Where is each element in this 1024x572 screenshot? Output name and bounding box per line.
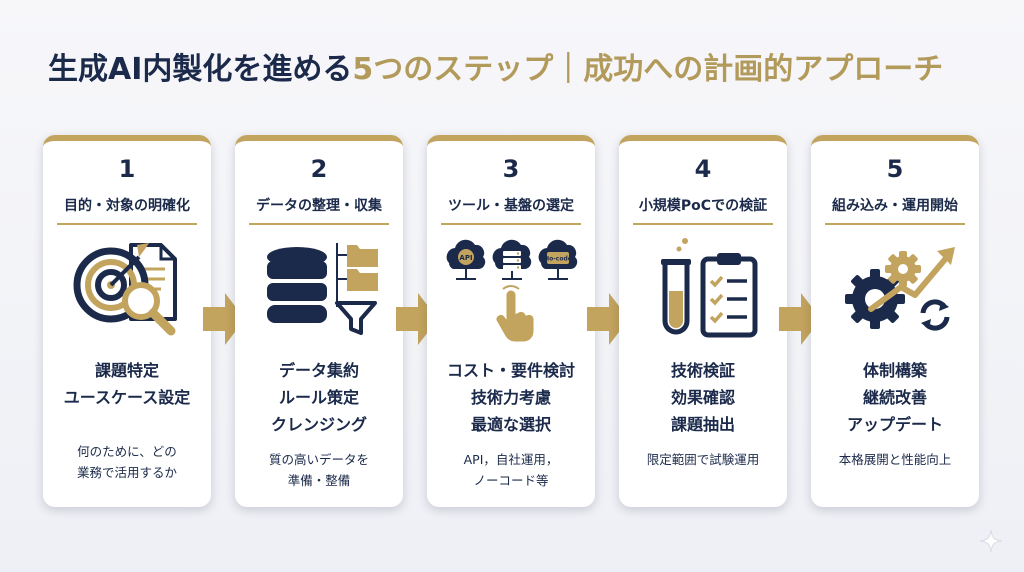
title-part-navy: 生成AI内製化を進める (48, 52, 353, 87)
step-note: 質の高いデータを 準備・整備 (235, 449, 403, 491)
note-line: 何のために、どの (77, 444, 177, 459)
step-arrow-3 (587, 293, 629, 345)
note-line: 限定範囲で試験運用 (646, 452, 760, 467)
gears-growth-arrow-icon (845, 247, 955, 331)
step-key-points: 体制構築 継続改善 アップデート (811, 357, 979, 438)
step-heading: 目的・対象の明確化 (64, 198, 190, 214)
page-title: 生成AI内製化を進める5つのステップ｜成功への計画的アプローチ (48, 44, 978, 90)
target-document-magnifier-icon (73, 243, 177, 336)
step-key-points: データ集約 ルール策定 クレンジング (235, 357, 403, 438)
divider (441, 223, 581, 225)
database-folders-funnel-icon (267, 243, 378, 335)
step-note: 本格展開と性能向上 (811, 449, 979, 470)
step-card-3: 3 ツール・基盤の選定 API Ho-code コスト・要件検討 技術力考慮 最… (427, 135, 595, 507)
step-key-points: 課題特定 ユースケース設定 (43, 357, 211, 411)
key-point: 技術検証 (670, 361, 735, 380)
note-line: API，自社運用， (463, 452, 559, 467)
step-card-5: 5 組み込み・運用開始 (811, 135, 979, 507)
step-number: 3 (502, 155, 520, 183)
step-number: 4 (694, 155, 712, 183)
key-point: 最適な選択 (470, 415, 551, 434)
step-note: 何のために、どの 業務で活用するか (43, 441, 211, 483)
key-point: コスト・要件検討 (446, 361, 575, 380)
step-note: API，自社運用， ノーコード等 (427, 449, 595, 491)
step-key-points: 技術検証 効果確認 課題抽出 (619, 357, 787, 438)
note-line: 本格展開と性能向上 (838, 452, 952, 467)
note-line: ノーコード等 (473, 473, 549, 488)
step-note: 限定範囲で試験運用 (619, 449, 787, 470)
key-point: ユースケース設定 (63, 388, 191, 407)
cloud-options-pointer-icon: API Ho-code (446, 239, 578, 342)
key-point: データ集約 (278, 361, 359, 380)
divider (249, 223, 389, 225)
key-point: 継続改善 (862, 388, 927, 407)
step-number: 1 (118, 155, 136, 183)
step-key-points: コスト・要件検討 技術力考慮 最適な選択 (427, 357, 595, 438)
step-card-4: 4 小規模PoCでの検証 技術検証 効果確認 課題抽出 限定範囲で試験運用 (619, 135, 787, 507)
cloud-label-nocode: Ho-code (544, 256, 572, 263)
key-point: 体制構築 (862, 361, 927, 380)
step-heading: ツール・基盤の選定 (448, 198, 574, 214)
key-point: 効果確認 (670, 388, 735, 407)
step-card-1: 1 目的・対象の明確化 課題特定 ユースケース設定 何のために、どの 業務で活用… (43, 135, 211, 507)
key-point: アップデート (846, 415, 943, 434)
key-point: クレンジング (270, 415, 367, 434)
title-part-gold: 5つのステップ｜成功への計画的アプローチ (352, 52, 944, 87)
sparkle-icon (980, 530, 1002, 552)
step-number: 2 (310, 155, 328, 183)
step-heading: データの整理・収集 (256, 198, 382, 214)
divider (633, 223, 773, 225)
key-point: 課題抽出 (670, 415, 735, 434)
note-line: 業務で活用するか (76, 465, 177, 480)
step-number: 5 (886, 155, 904, 183)
key-point: 課題特定 (94, 361, 159, 380)
step-heading: 組み込み・運用開始 (832, 198, 958, 214)
key-point: 技術力考慮 (470, 388, 551, 407)
note-line: 準備・整備 (287, 473, 351, 488)
divider (57, 223, 197, 225)
step-card-2: 2 データの整理・収集 データ集約 ルール策定 クレンジング 質の高いデータを … (235, 135, 403, 507)
key-point: ルール策定 (278, 388, 359, 407)
step-arrow-1 (203, 293, 245, 345)
test-tube-checklist-icon (661, 238, 758, 338)
note-line: 質の高いデータを (268, 452, 369, 467)
step-arrow-4 (779, 293, 821, 345)
step-heading: 小規模PoCでの検証 (638, 198, 768, 214)
divider (825, 223, 965, 225)
cloud-label-api: API (459, 254, 472, 262)
